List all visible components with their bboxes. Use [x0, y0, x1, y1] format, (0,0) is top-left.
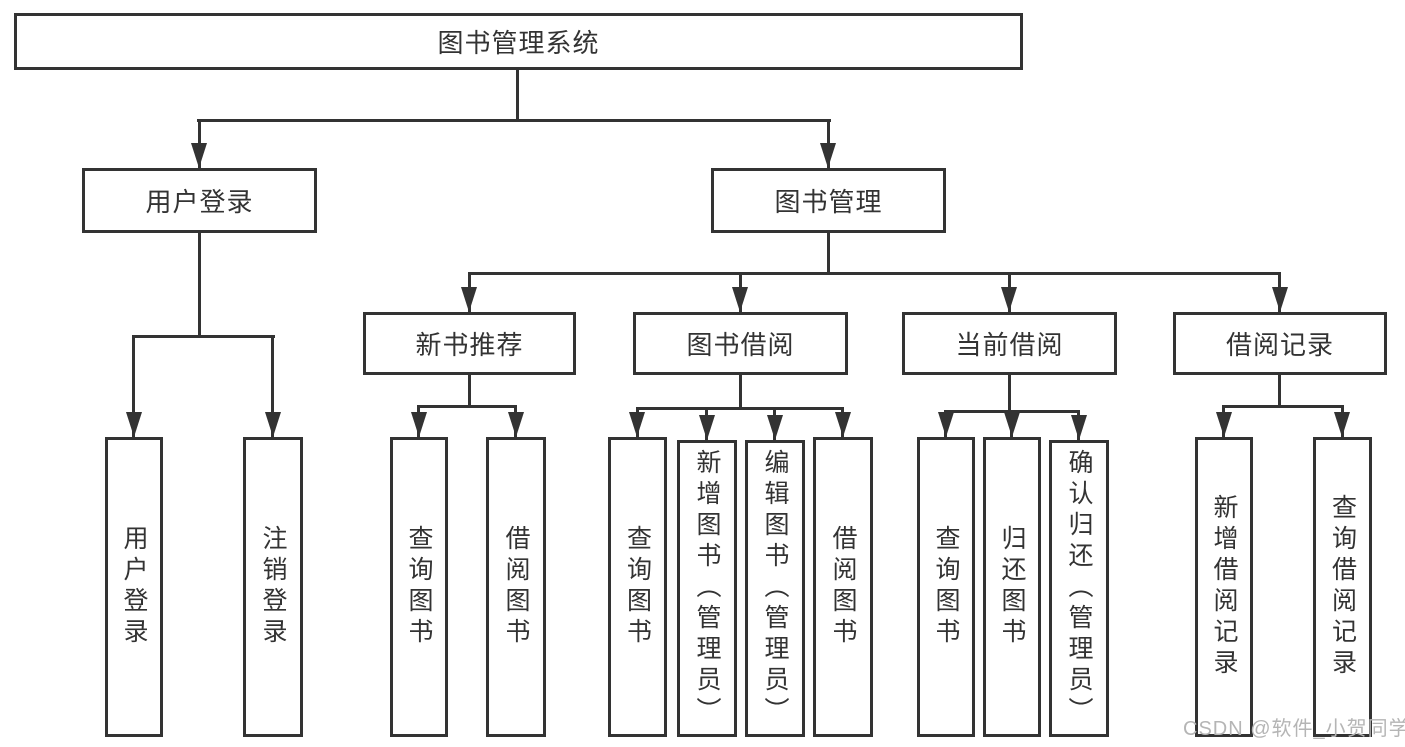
connector-line: [417, 405, 517, 408]
arrow-down-icon: [191, 143, 207, 168]
watermark-text: CSDN @软件_小贺同学: [1183, 718, 1405, 740]
connector-line: [271, 335, 274, 437]
node-leaf-user-login: 用户登录: [105, 437, 163, 737]
node-label: 用户登录: [120, 525, 148, 649]
node-leaf-borrow-books-recommend: 借阅图书: [486, 437, 546, 737]
arrow-down-icon: [1216, 412, 1232, 437]
arrow-down-icon: [820, 143, 836, 168]
connector-line: [827, 233, 830, 272]
connector-line: [739, 375, 742, 407]
node-label: 归还图书: [998, 525, 1026, 649]
arrow-down-icon: [461, 287, 477, 312]
node-label: 查询图书: [932, 525, 960, 649]
arrow-down-icon: [411, 412, 427, 437]
arrow-down-icon: [938, 412, 954, 437]
arrow-down-icon: [629, 412, 645, 437]
arrow-down-icon: [1071, 415, 1087, 440]
node-current-borrowing: 当前借阅: [902, 312, 1117, 375]
node-new-book-recommend: 新书推荐: [363, 312, 576, 375]
arrow-down-icon: [767, 415, 783, 440]
node-leaf-confirm-return-admin: 确认归还（管理员）: [1049, 440, 1109, 737]
node-leaf-edit-books-admin: 编辑图书（管理员）: [745, 440, 805, 737]
connector-line: [132, 335, 135, 437]
connector-line: [1278, 375, 1281, 405]
arrow-down-icon: [699, 415, 715, 440]
arrow-down-icon: [1272, 287, 1288, 312]
connector-line: [636, 407, 844, 410]
connector-line: [133, 335, 275, 338]
node-leaf-add-books-admin: 新增图书（管理员）: [677, 440, 737, 737]
connector-line: [1222, 405, 1344, 408]
node-label: 查询图书: [405, 525, 433, 649]
node-leaf-borrow-books-borrowing: 借阅图书: [813, 437, 873, 737]
node-book-management: 图书管理: [711, 168, 946, 233]
arrow-down-icon: [732, 287, 748, 312]
node-label: 确认归还（管理员）: [1065, 449, 1093, 728]
node-leaf-add-borrow-record: 新增借阅记录: [1195, 437, 1253, 737]
node-leaf-query-borrow-record: 查询借阅记录: [1313, 437, 1372, 737]
node-leaf-logout: 注销登录: [243, 437, 303, 737]
connector-line: [197, 119, 831, 122]
node-user-login: 用户登录: [82, 168, 317, 233]
arrow-down-icon: [1334, 412, 1350, 437]
connector-line: [516, 70, 519, 119]
node-label: 编辑图书（管理员）: [761, 449, 789, 728]
node-leaf-query-books-borrowing: 查询图书: [608, 437, 667, 737]
node-label: 注销登录: [259, 525, 287, 649]
arrow-down-icon: [835, 412, 851, 437]
connector-line: [1008, 375, 1011, 410]
node-borrowing-records: 借阅记录: [1173, 312, 1387, 375]
node-library-system: 图书管理系统: [14, 13, 1023, 70]
node-leaf-query-books-current: 查询图书: [917, 437, 975, 737]
arrow-down-icon: [508, 412, 524, 437]
node-label: 借阅图书: [502, 525, 530, 649]
node-leaf-query-books-recommend: 查询图书: [390, 437, 448, 737]
connector-line: [468, 272, 1281, 275]
node-label: 查询图书: [623, 525, 652, 649]
connector-line: [198, 233, 201, 335]
arrow-down-icon: [126, 412, 142, 437]
node-label: 新增图书（管理员）: [693, 449, 721, 728]
node-leaf-return-books: 归还图书: [983, 437, 1041, 737]
arrow-down-icon: [1004, 412, 1020, 437]
node-label: 借阅图书: [829, 525, 857, 649]
node-label: 查询借阅记录: [1328, 494, 1357, 680]
arrow-down-icon: [265, 412, 281, 437]
connector-line: [468, 375, 471, 405]
arrow-down-icon: [1001, 287, 1017, 312]
node-label: 新增借阅记录: [1210, 494, 1238, 680]
node-book-borrowing: 图书借阅: [633, 312, 848, 375]
